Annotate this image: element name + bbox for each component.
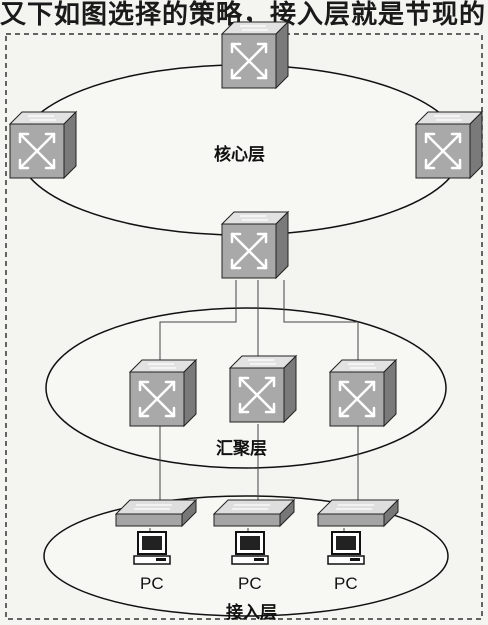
- aggregation-switch-3: [330, 360, 396, 426]
- access-switch-3: [318, 500, 398, 526]
- aggregation-layer-label: 汇聚层: [216, 434, 267, 459]
- pc-icon-3: [328, 532, 364, 564]
- access-switch-1: [116, 500, 196, 526]
- access-switch-2: [214, 500, 294, 526]
- access-layer-label: 接入层: [226, 598, 277, 623]
- pc-label-3: PC: [334, 574, 358, 594]
- aggregation-switch-2: [230, 356, 296, 422]
- pc-icon-1: [134, 532, 170, 564]
- aggregation-switch-1: [130, 360, 196, 426]
- pc-label-1: PC: [140, 574, 164, 594]
- core-switch-center: [222, 212, 288, 278]
- core-layer-label: 核心层: [214, 140, 265, 165]
- core-switch-top: [222, 22, 288, 88]
- core-switch-left: [10, 112, 76, 178]
- core-switch-right: [416, 112, 482, 178]
- pc-icon-2: [232, 532, 268, 564]
- pc-label-2: PC: [238, 574, 262, 594]
